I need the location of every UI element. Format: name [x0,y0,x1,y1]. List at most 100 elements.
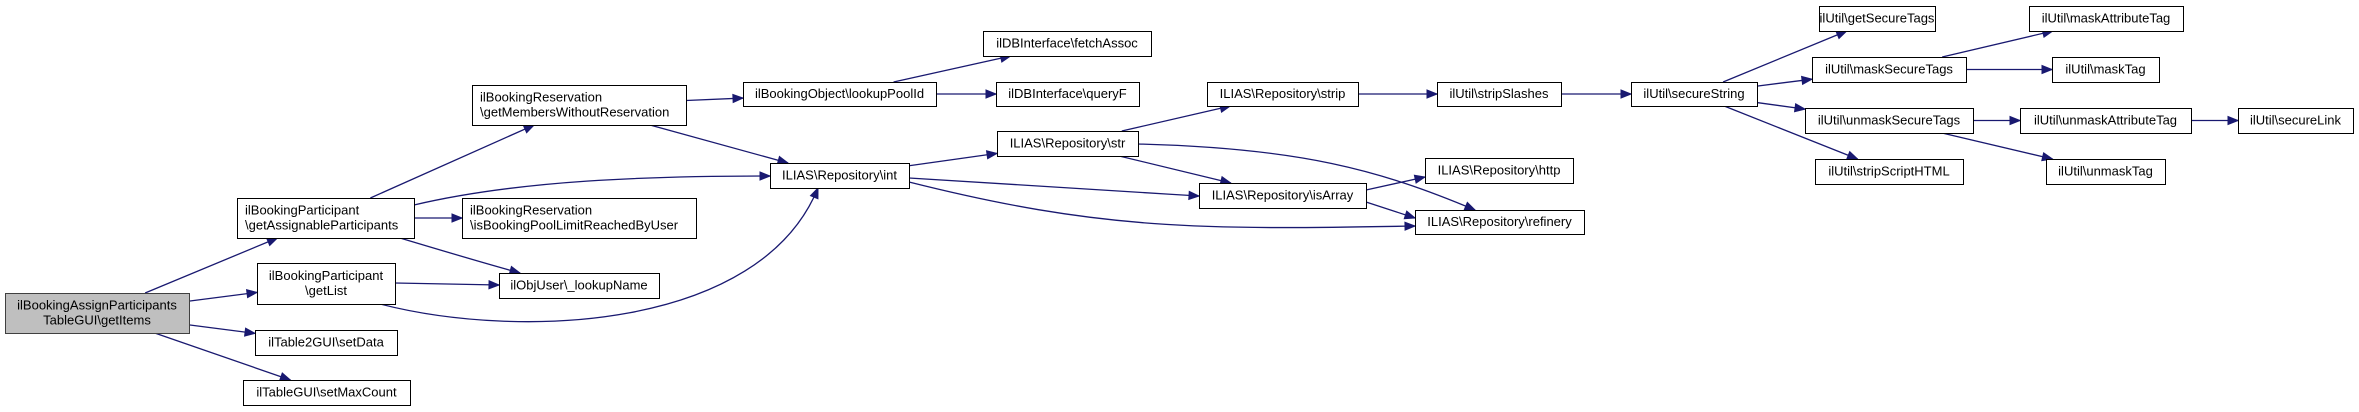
node-box [1437,82,1562,107]
arrowhead-icon [245,289,259,299]
node-repoStrip[interactable]: ILIAS\Repository\strip [1207,82,1359,107]
node-unmaskTag[interactable]: ilUtil\unmaskTag [2046,159,2166,185]
node-getSecureTags[interactable]: ilUtil\getSecureTags [1819,6,1936,32]
edge-getList-to-repoInt [379,186,819,323]
edge-repoStrip-to-stripSlashes [1358,89,1439,99]
node-repoStr[interactable]: ILIAS\Repository\str [997,131,1139,157]
node-box [1207,82,1359,107]
arrowhead-icon [985,89,998,99]
arrowhead-icon [809,186,819,200]
arrowhead-icon [451,213,464,223]
edge-unmaskAttributeTag-to-secureLink [2191,115,2240,126]
node-secureString[interactable]: ilUtil\secureString [1631,82,1758,107]
node-fetchAssoc[interactable]: ilDBInterface\fetchAssoc [983,31,1152,57]
arrowhead-icon [2227,115,2240,126]
arrowhead-icon [2009,115,2022,126]
edge-repoInt-to-repoIsArray [908,177,1201,201]
node-getAssignable[interactable]: ilBookingParticipant\getAssignablePartic… [237,198,415,239]
node-box [1805,108,1974,134]
node-stripScriptHTML[interactable]: ilUtil\stripScriptHTML [1815,159,1964,185]
node-setData[interactable]: ilTable2GUI\setData [255,330,398,356]
edge-stripSlashes-to-secureString [1561,89,1633,99]
edge-line [379,187,819,323]
edge-repoInt-to-repoRefinery [908,181,1417,231]
node-label: \isBookingPoolLimitReachedByUser [470,218,679,233]
node-maskSecureTags[interactable]: ilUtil\maskSecureTags [1812,57,1967,83]
node-box [2046,159,2166,185]
edge-line [908,181,1416,229]
edge-lookupPoolId-to-queryF [936,89,998,99]
node-label: ILIAS\Repository\strip [1220,86,1346,101]
arrowhead-icon [1793,102,1807,113]
node-box [996,82,1140,107]
node-repoIsArray[interactable]: ILIAS\Repository\isArray [1199,183,1367,209]
node-getList[interactable]: ilBookingParticipant\getList [257,263,396,305]
node-unmaskAttributeTag[interactable]: ilUtil\unmaskAttributeTag [2020,108,2192,134]
node-label: ilUtil\stripScriptHTML [1828,164,1949,179]
node-repoInt[interactable]: ILIAS\Repository\int [770,163,910,189]
node-label: ilBookingReservation [470,203,592,218]
node-box [2052,57,2160,83]
arrowhead-icon [278,372,292,382]
edge-getList-to-lookupName [394,280,501,290]
edge-repoStr-to-repoIsArray [1119,155,1233,186]
node-box [237,198,415,239]
edge-lookupPoolId-to-fetchAssoc [893,53,1013,83]
edge-repoStr-to-repoRefinery [1137,143,1477,211]
edge-getMembers-to-lookupPoolId [685,93,745,104]
edge-line [1722,30,1847,83]
node-setMaxCount[interactable]: ilTableGUI\setMaxCount [243,380,411,406]
edge-line [649,124,789,164]
node-box [499,273,660,299]
edge-repoIsArray-to-repoRefinery [1365,201,1417,220]
node-box [462,198,697,239]
node-repoRefinery[interactable]: ILIAS\Repository\refinery [1415,210,1585,235]
arrowhead-icon [1463,201,1477,211]
edge-repoInt-to-repoStr [908,150,999,167]
node-maskTag[interactable]: ilUtil\maskTag [2052,57,2160,83]
edge-getMembers-to-repoInt [649,124,790,165]
node-repoHttp[interactable]: ILIAS\Repository\http [1425,158,1574,184]
arrowhead-icon [1404,221,1417,231]
node-maskAttributeTag[interactable]: ilUtil\maskAttributeTag [2029,6,2184,32]
node-box [1425,158,1574,184]
edge-line [1137,143,1476,211]
edge-secureString-to-maskSecureTags [1756,75,1814,87]
node-label: ilUtil\maskAttributeTag [2042,11,2171,26]
node-label: ilBookingParticipant [269,268,384,283]
node-root[interactable]: ilBookingAssignParticipantsTableGUI\getI… [5,293,190,334]
node-box [743,82,937,107]
node-lookupPoolId[interactable]: ilBookingObject\lookupPoolId [743,82,937,107]
edge-line [188,291,258,302]
node-box [1199,183,1367,209]
node-label: ilUtil\secureLink [2250,113,2342,128]
node-lookupName[interactable]: ilObjUser\_lookupName [499,273,660,299]
edge-secureString-to-unmaskSecureTags [1756,101,1807,113]
node-label: ILIAS\Repository\isArray [1212,188,1354,203]
node-box [983,31,1152,57]
node-getMembers[interactable]: ilBookingReservation\getMembersWithoutRe… [472,85,687,126]
node-stripSlashes[interactable]: ilUtil\stripSlashes [1437,82,1562,107]
node-box [2029,6,2184,32]
node-label: ilObjUser\_lookupName [510,278,647,293]
node-secureLink[interactable]: ilUtil\secureLink [2238,108,2354,134]
node-label: ILIAS\Repository\int [782,168,897,183]
arrowhead-icon [1403,210,1417,220]
node-label: ilUtil\getSecureTags [1820,11,1935,26]
node-box [2020,108,2192,134]
node-isPoolLimit[interactable]: ilBookingReservation\isBookingPoolLimitR… [462,198,697,239]
arrowhead-icon [1620,89,1633,99]
node-label: ilBookingObject\lookupPoolId [755,86,924,101]
node-label: ILIAS\Repository\http [1438,163,1561,178]
node-box [255,330,398,356]
arrowhead-icon [243,327,257,337]
node-queryF[interactable]: ilDBInterface\queryF [996,82,1140,107]
node-unmaskSecureTags[interactable]: ilUtil\unmaskSecureTags [1805,108,1974,134]
edge-line [144,237,278,294]
edge-line [893,55,1011,83]
edge-unmaskSecureTags-to-unmaskTag [1941,132,2054,162]
node-label: ilDBInterface\fetchAssoc [996,36,1138,51]
node-label: \getAssignableParticipants [245,218,399,233]
arrowhead-icon [759,171,772,181]
